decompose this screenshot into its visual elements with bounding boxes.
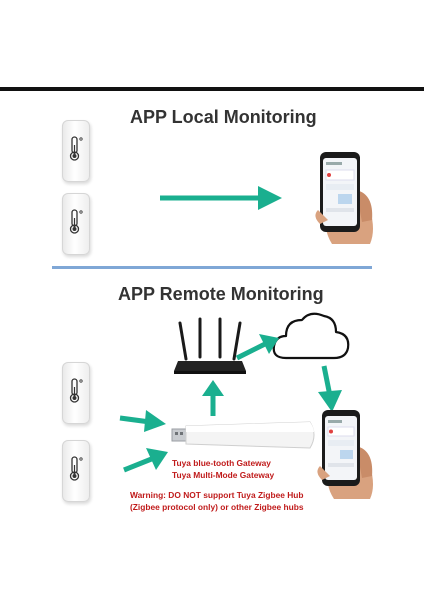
gateway-label-1: Tuya blue-tooth Gateway [172, 458, 271, 468]
smartphone-icon [317, 410, 373, 499]
section-title-remote: APP Remote Monitoring [118, 284, 324, 304]
warning-line-1: Warning: DO NOT support Tuya Zigbee Hub [130, 490, 304, 500]
thermometer-icon [69, 209, 83, 234]
cloud-icon [272, 312, 350, 360]
arrow-up-icon [202, 380, 224, 416]
arrow-up-right-icon [235, 334, 279, 361]
sensor-device [62, 440, 90, 502]
usb-gateway-icon [171, 421, 315, 449]
arrow-right-icon [160, 186, 282, 210]
sensor-device [62, 362, 90, 424]
thermometer-icon [69, 378, 83, 403]
arrow-right-icon [119, 410, 166, 432]
section-divider [52, 266, 372, 269]
thermometer-icon [69, 456, 83, 481]
smartphone-icon [315, 152, 373, 244]
gateway-label-2: Tuya Multi-Mode Gateway [172, 470, 275, 480]
arrow-down-icon [318, 365, 342, 412]
section-title-local: APP Local Monitoring [130, 107, 317, 127]
thermometer-icon [69, 136, 83, 161]
top-bar [0, 87, 424, 91]
warning-line-2: (Zigbee protocol only) or other Zigbee h… [130, 502, 304, 512]
sensor-device [62, 120, 90, 182]
arrow-right-icon [123, 448, 168, 473]
router-icon [174, 317, 246, 374]
sensor-device [62, 193, 90, 255]
